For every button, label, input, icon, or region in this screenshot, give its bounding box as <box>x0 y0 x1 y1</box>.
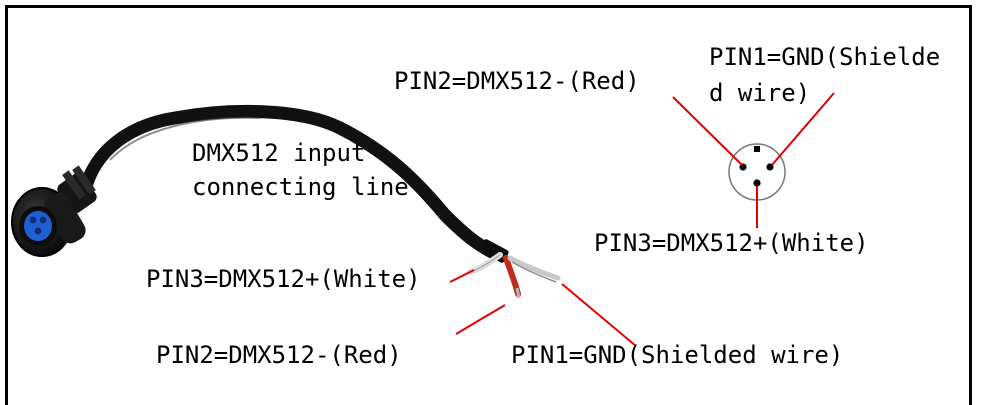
leader-line-diagram-pin1 <box>771 92 835 166</box>
pin-diagram-icon <box>728 143 786 201</box>
black-cable <box>78 104 499 259</box>
connector-icon <box>11 187 86 257</box>
pin-diagram-pin2-label: PIN2=DMX512-(Red) <box>394 67 640 95</box>
pin-diagram-pin1-label-line1: PIN1=GND(Shielde <box>709 43 941 71</box>
wire-pin3-label: PIN3=DMX512+(White) <box>146 265 421 293</box>
wire-pin1-label: PIN1=GND(Shielded wire) <box>511 341 844 369</box>
leader-line-wire-pin3 <box>449 269 475 283</box>
cable-title-line2: connecting line <box>192 173 409 201</box>
pin-diagram-pin3-label: PIN3=DMX512+(White) <box>594 229 869 257</box>
shield-wire-strands <box>511 261 557 283</box>
cable-highlight <box>109 116 261 161</box>
wire-pin2-label: PIN2=DMX512-(Red) <box>156 341 402 369</box>
leader-line-diagram-pin2 <box>672 96 743 166</box>
shield-wire <box>507 255 561 281</box>
pin-diagram-pin1-label-line2: d wire) <box>709 79 811 107</box>
cable-title-line1: DMX512 input <box>192 139 366 167</box>
red-wire-tip <box>515 287 521 299</box>
leader-line-wire-pin2 <box>455 304 506 335</box>
diagram-frame <box>5 5 972 405</box>
leader-line-wire-pin1 <box>561 283 637 347</box>
